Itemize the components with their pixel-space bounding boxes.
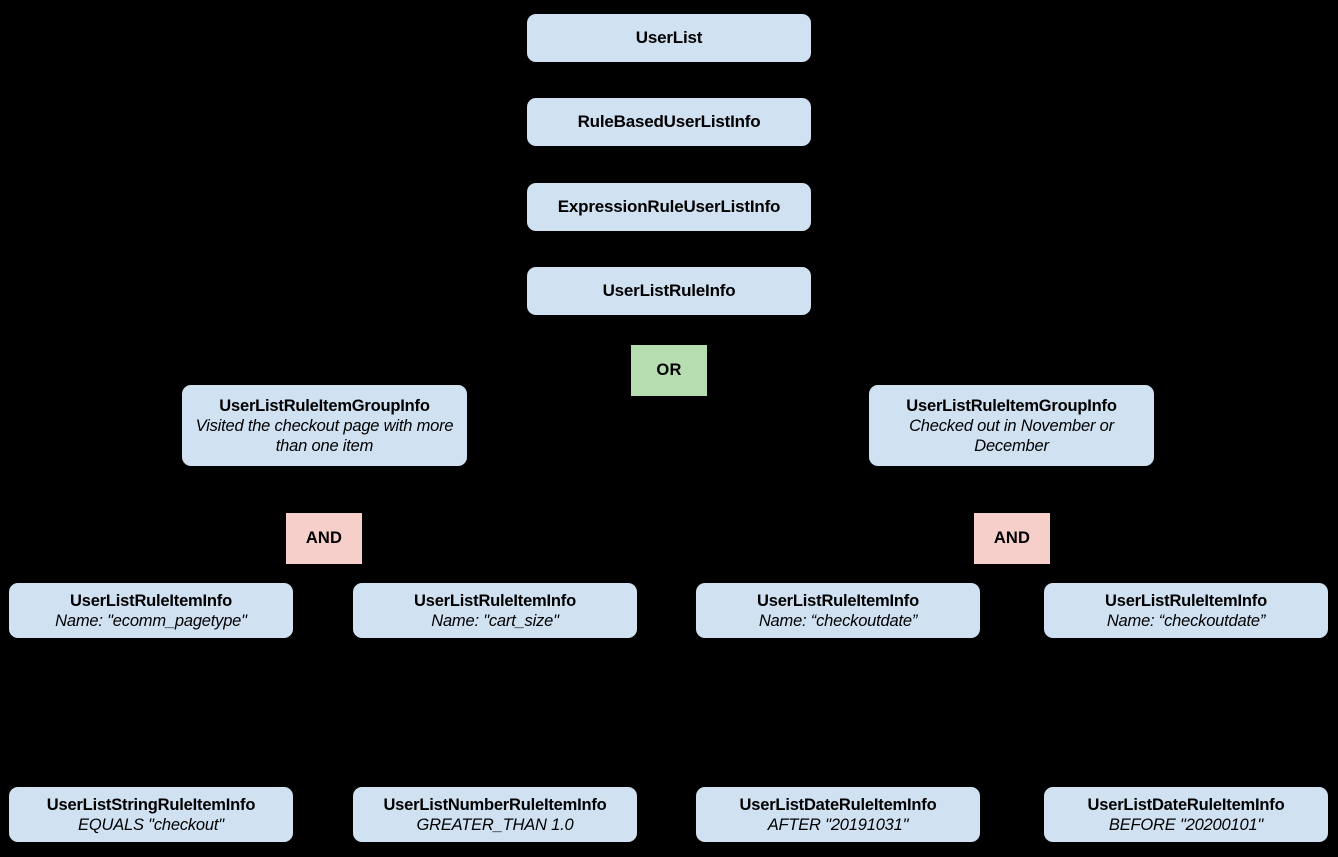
node-title: UserListRuleItemGroupInfo [219,396,430,415]
edge-and-left-to-item1 [150,564,301,584]
edge-and-left-to-item2 [347,564,496,584]
node-subtitle: GREATER_THAN 1.0 [416,815,574,834]
node-user-list-rule-info[interactable]: UserListRuleInfo [527,267,811,315]
node-title: UserListStringRuleItemInfo [46,795,256,814]
node-rule-item-cart-size[interactable]: UserListRuleItemInfo Name: "cart_size" [353,583,637,638]
node-number-rule-item-info[interactable]: UserListNumberRuleItemInfo GREATER_THAN … [353,787,637,842]
node-title: UserListRuleItemInfo [414,591,576,610]
edge-and-right-to-item3 [837,564,989,584]
node-title: UserListNumberRuleItemInfo [383,795,607,814]
node-rule-based-user-list-info[interactable]: RuleBasedUserListInfo [527,98,811,146]
operator-label: AND [305,529,343,547]
node-rule-item-checkoutdate-after[interactable]: UserListRuleItemInfo Name: “checkoutdate… [696,583,980,638]
node-title: RuleBasedUserListInfo [577,112,761,131]
node-title: UserList [635,28,703,47]
node-group-right[interactable]: UserListRuleItemGroupInfo Checked out in… [869,385,1154,466]
node-group-left[interactable]: UserListRuleItemGroupInfo Visited the ch… [182,385,467,466]
node-user-list[interactable]: UserList [527,14,811,62]
node-subtitle: AFTER "20191031" [767,815,909,834]
node-subtitle: BEFORE "20200101" [1108,815,1264,834]
node-string-rule-item-info[interactable]: UserListStringRuleItemInfo EQUALS "check… [9,787,293,842]
node-date-rule-item-info-after[interactable]: UserListDateRuleItemInfo AFTER "20191031… [696,787,980,842]
node-subtitle: Visited the checkout page with more than… [195,416,454,455]
node-title: UserListRuleItemInfo [70,591,232,610]
node-title: UserListRuleItemInfo [1105,591,1267,610]
operator-and-right[interactable]: AND [974,513,1050,564]
node-subtitle: Name: "ecomm_pagetype" [55,611,247,630]
operator-or[interactable]: OR [631,345,707,396]
node-title: UserListRuleInfo [602,281,736,300]
operator-label: OR [656,361,682,379]
node-title: UserListRuleItemInfo [757,591,919,610]
operator-and-left[interactable]: AND [286,513,362,564]
node-expression-rule-user-list-info[interactable]: ExpressionRuleUserListInfo [527,183,811,231]
node-subtitle: Name: "cart_size" [431,611,559,630]
node-date-rule-item-info-before[interactable]: UserListDateRuleItemInfo BEFORE "2020010… [1044,787,1328,842]
operator-label: AND [993,529,1031,547]
node-rule-item-checkoutdate-before[interactable]: UserListRuleItemInfo Name: “checkoutdate… [1044,583,1328,638]
node-subtitle: Name: “checkoutdate” [1106,611,1266,630]
node-subtitle: Name: “checkoutdate” [758,611,918,630]
node-title: UserListDateRuleItemInfo [1087,795,1285,814]
node-rule-item-ecomm-pagetype[interactable]: UserListRuleItemInfo Name: "ecomm_pagety… [9,583,293,638]
node-title: UserListDateRuleItemInfo [739,795,937,814]
node-subtitle: Checked out in November or December [909,416,1114,455]
node-title: ExpressionRuleUserListInfo [557,197,781,216]
node-subtitle: EQUALS "checkout" [78,815,224,834]
edge-and-right-to-item4 [1034,564,1187,584]
node-title: UserListRuleItemGroupInfo [906,396,1117,415]
